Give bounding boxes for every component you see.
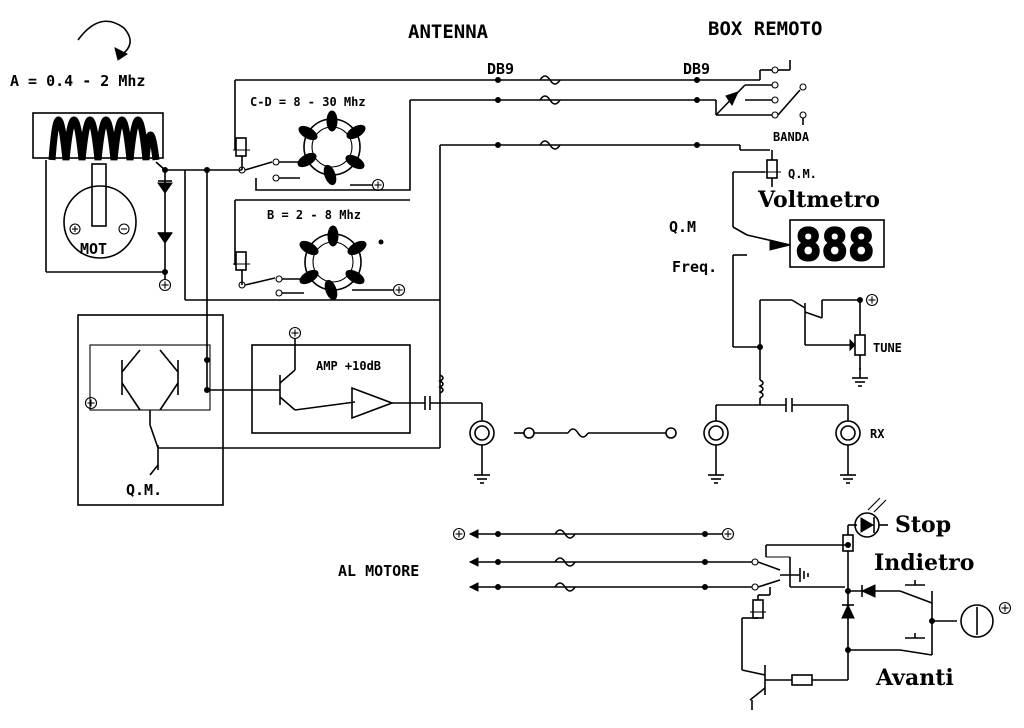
db9-right-label: DB9 xyxy=(683,60,710,78)
bridge-transistors xyxy=(89,344,211,425)
diode-bottom xyxy=(157,232,173,244)
tune-potentiometer[interactable] xyxy=(854,334,866,356)
relay-cd xyxy=(235,137,247,157)
amp-box xyxy=(251,344,411,434)
coax-connector-rx xyxy=(835,420,861,446)
al-motore-label: AL MOTORE xyxy=(338,562,419,580)
relay-motor xyxy=(752,599,764,619)
qm-relay-label: Q.M. xyxy=(788,167,817,181)
base-resistor xyxy=(791,674,813,686)
voltmetro-label: Voltmetro xyxy=(757,187,880,213)
toroid-b xyxy=(299,225,367,301)
indietro-button[interactable] xyxy=(899,580,933,604)
toroid-cd xyxy=(297,110,366,186)
roller-inductor xyxy=(32,112,164,161)
diode-avanti xyxy=(841,603,855,619)
relay-b xyxy=(235,251,247,271)
freq-label: Freq. xyxy=(672,258,717,276)
display-digits: 888 xyxy=(795,220,874,271)
band-b-label: B = 2 - 8 Mhz xyxy=(267,208,361,222)
diode-top xyxy=(157,180,173,194)
relay-qm xyxy=(766,159,778,179)
avanti-label: Avanti xyxy=(875,665,954,691)
motor-transistor xyxy=(741,665,766,701)
qm-box xyxy=(77,314,224,506)
indietro-label: Indietro xyxy=(874,550,974,576)
qm-box-label: Q.M. xyxy=(126,481,162,499)
diode-banda xyxy=(715,84,746,116)
box-remoto-title: BOX REMOTO xyxy=(708,18,822,40)
voltmeter-display: 888 xyxy=(789,219,885,272)
qm-switch-label: Q.M xyxy=(669,218,696,236)
rotation-arrow-icon xyxy=(77,20,131,61)
db9-left-label: DB9 xyxy=(487,60,514,78)
stop-label: Stop xyxy=(895,512,951,538)
antenna-title: ANTENNA xyxy=(408,21,489,43)
motor-meter-icon xyxy=(960,604,994,638)
band-cd-label: C-D = 8 - 30 Mhz xyxy=(250,95,366,109)
amp-label: AMP +10dB xyxy=(316,359,381,373)
motor: MOT xyxy=(63,163,137,259)
coax-connector-rx-in xyxy=(703,420,729,446)
amplifier-triangle xyxy=(351,386,395,420)
tune-label: TUNE xyxy=(873,341,902,355)
banda-switch[interactable] xyxy=(759,60,807,125)
avanti-button[interactable] xyxy=(899,633,933,656)
plus-icon xyxy=(158,278,172,292)
tune-transistor xyxy=(791,299,860,319)
banda-label: BANDA xyxy=(773,130,810,144)
motor-label: MOT xyxy=(80,240,107,258)
amp-transistor xyxy=(279,369,296,411)
band-a-label: A = 0.4 - 2 Mhz xyxy=(10,72,145,90)
stop-led-icon xyxy=(854,497,887,538)
coax-connector-antenna xyxy=(469,420,495,446)
qm-transistor xyxy=(149,424,440,476)
rx-label: RX xyxy=(870,427,885,441)
